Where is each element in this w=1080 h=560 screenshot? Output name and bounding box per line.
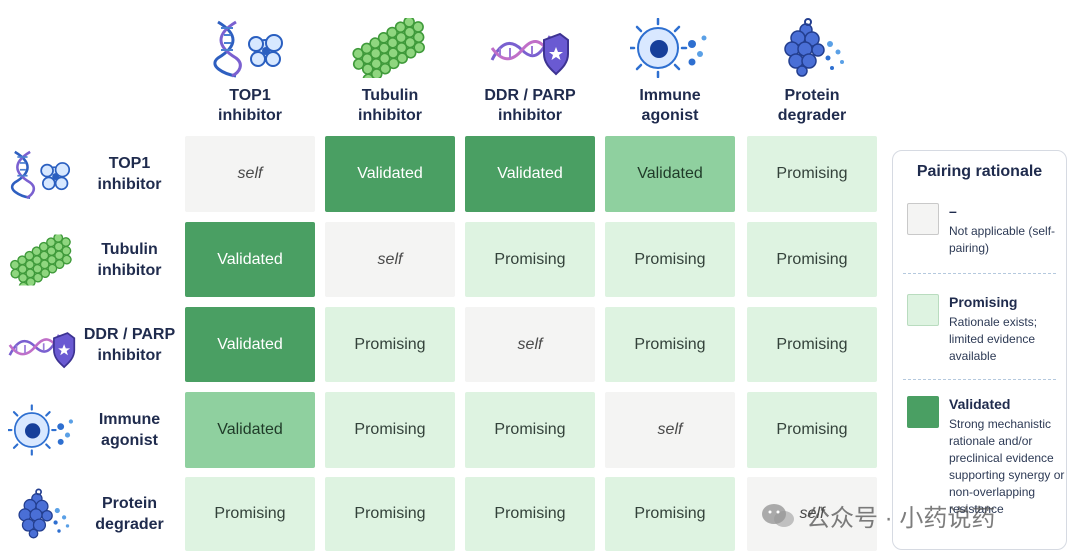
column-header-label: DDR / PARP inhibitor <box>465 86 595 126</box>
column-header-line2: agonist <box>641 107 699 124</box>
legend-title: Pairing rationale <box>916 163 1043 180</box>
matrix-cell-ddr-immune: Promising <box>605 307 735 382</box>
row-header-top1: TOP1 inhibitor <box>8 138 183 210</box>
matrix-cell-ddr-ddr: self <box>465 307 595 382</box>
legend-swatch-self <box>907 203 939 235</box>
row-header-immune: Immune agonist <box>8 394 183 466</box>
matrix-cell-tubulin-immune: Promising <box>605 222 735 297</box>
matrix-cell-immune-ddr: Promising <box>465 392 595 468</box>
immune-cell-icon <box>630 18 710 78</box>
legend-item-description: Not applicable (self-pairing) <box>949 224 1056 255</box>
wechat-icon <box>762 503 794 527</box>
row-header-line2: agonist <box>101 432 158 449</box>
row-header-line2: inhibitor <box>97 261 162 279</box>
row-header-line1: Tubulin <box>101 240 158 258</box>
column-header-line1: Immune <box>639 87 701 104</box>
legend-item-description: Strong mechanistic rationale and/or prec… <box>949 417 1065 516</box>
dna-cell-icon <box>210 18 290 78</box>
row-header-line2: inhibitor <box>97 176 162 193</box>
matrix-cell-tubulin-ddr: Promising <box>465 222 595 297</box>
protein-degrader-icon <box>8 484 76 544</box>
legend-item-title: Validated <box>949 396 1011 412</box>
column-header-line2: inhibitor <box>218 107 282 124</box>
column-header-line1: TOP1 <box>229 87 271 104</box>
row-header-label: DDR / PARP inhibitor <box>76 324 183 366</box>
immune-cell-icon <box>8 400 76 460</box>
legend-item-description: Rationale exists; limited evidence avail… <box>949 315 1038 363</box>
matrix-cell-immune-tubulin: Promising <box>325 392 455 468</box>
matrix-cell-ddr-top1: Validated <box>185 307 315 382</box>
matrix-cell-degrader-ddr: Promising <box>465 477 595 551</box>
column-header-line2: inhibitor <box>498 107 562 124</box>
matrix-cell-degrader-tubulin: Promising <box>325 477 455 551</box>
column-header-label: Immune agonist <box>605 86 735 126</box>
row-header-line1: Immune <box>98 411 161 428</box>
column-header-top1: TOP1 inhibitor <box>185 18 315 126</box>
row-header-label: Protein degrader <box>76 493 183 535</box>
matrix-cell-degrader-immune: Promising <box>605 477 735 551</box>
legend-swatch-validated <box>907 396 939 428</box>
column-header-line1: Protein <box>784 87 840 104</box>
matrix-cell-tubulin-degrader: Promising <box>747 222 877 297</box>
column-header-degrader: Protein degrader <box>747 18 877 126</box>
legend-item-title: – <box>949 203 957 219</box>
row-header-line1: TOP1 <box>108 155 151 172</box>
microtubule-icon <box>350 18 430 78</box>
row-header-line1: DDR / PARP <box>83 325 176 343</box>
legend-panel: Pairing rationale – Not applicable (self… <box>892 150 1067 550</box>
matrix-cell-top1-ddr: Validated <box>465 136 595 212</box>
matrix-cell-top1-immune: Validated <box>605 136 735 212</box>
matrix-cell-ddr-degrader: Promising <box>747 307 877 382</box>
column-header-line2: degrader <box>777 107 847 124</box>
row-header-line2: degrader <box>95 516 164 533</box>
watermark: 公众号 · 小药说药 <box>760 498 995 533</box>
microtubule-icon <box>8 230 76 290</box>
protein-degrader-icon <box>772 18 852 78</box>
column-header-tubulin: Tubulin inhibitor <box>325 18 455 126</box>
legend-divider <box>903 273 1056 274</box>
matrix-cell-immune-top1: Validated <box>185 392 315 468</box>
matrix-cell-immune-degrader: Promising <box>747 392 877 468</box>
matrix-cell-tubulin-top1: Validated <box>185 222 315 297</box>
dna-cell-icon <box>8 144 76 204</box>
column-header-line2: inhibitor <box>358 107 422 124</box>
column-header-label: Tubulin inhibitor <box>325 86 455 126</box>
dna-shield-icon <box>490 18 570 78</box>
matrix-cell-ddr-tubulin: Promising <box>325 307 455 382</box>
column-header-label: TOP1 inhibitor <box>185 86 315 126</box>
row-header-line1: Protein <box>101 495 158 512</box>
row-header-degrader: Protein degrader <box>8 478 183 550</box>
matrix-cell-top1-degrader: Promising <box>747 136 877 212</box>
column-header-label: Protein degrader <box>747 86 877 126</box>
matrix-cell-immune-immune: self <box>605 392 735 468</box>
column-header-immune: Immune agonist <box>605 18 735 126</box>
column-header-ddr: DDR / PARP inhibitor <box>465 18 595 126</box>
row-header-label: Tubulin inhibitor <box>76 239 183 281</box>
matrix-cell-degrader-top1: Promising <box>185 477 315 551</box>
legend-divider <box>903 379 1056 380</box>
row-header-ddr: DDR / PARP inhibitor <box>8 309 183 381</box>
matrix-cell-tubulin-tubulin: self <box>325 222 455 297</box>
row-header-line2: inhibitor <box>97 346 162 364</box>
row-header-label: TOP1 inhibitor <box>76 153 183 195</box>
row-header-tubulin: Tubulin inhibitor <box>8 224 183 296</box>
matrix-cell-top1-top1: self <box>185 136 315 212</box>
dna-shield-icon <box>8 315 76 375</box>
watermark-text: 公众号 · 小药说药 <box>806 505 996 532</box>
legend-swatch-promising <box>907 294 939 326</box>
column-header-line1: Tubulin <box>361 87 419 104</box>
column-header-line1: DDR / PARP <box>484 87 576 104</box>
row-header-label: Immune agonist <box>76 409 183 451</box>
legend-item-title: Promising <box>949 294 1018 310</box>
matrix-cell-top1-tubulin: Validated <box>325 136 455 212</box>
